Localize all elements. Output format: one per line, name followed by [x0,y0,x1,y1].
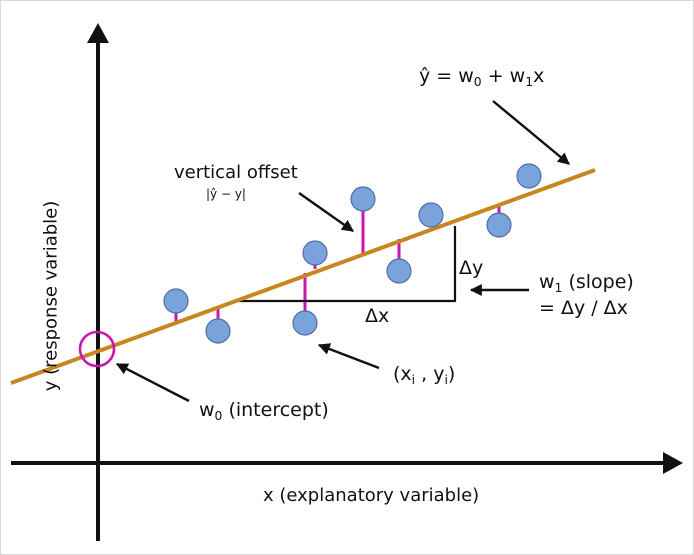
y-axis-arrowhead [87,23,109,43]
delta-y-label: Δy [459,257,484,279]
data-points [163,163,542,344]
slope-triangle [239,226,457,303]
data-point [205,318,231,344]
intercept-marker [78,330,116,368]
data-point [350,186,376,212]
intercept-pointer-arrow [115,362,190,403]
data-point-label: (xi , yi) [393,363,456,388]
equation-pointer-arrow [492,100,570,165]
equation-label: ŷ = w0 + w1x [419,65,545,90]
x-axis-label: x (explanatory variable) [263,485,480,506]
regression-line [10,168,596,385]
y-axis-label: y (response variable) [40,200,62,392]
offset-pointer-arrow [298,192,354,232]
delta-x-label: Δx [365,305,390,327]
slope-label: w1 (slope) [539,271,634,296]
data-point [516,163,542,189]
vertical-offset-title: vertical offset [174,162,298,183]
slope-formula: = Δy / Δx [539,297,628,319]
data-point [486,212,512,238]
point-pointer-arrow [317,343,380,370]
x-axis-arrowhead [663,452,683,474]
data-point [386,258,412,284]
vertical-offset-formula: |ŷ − y| [206,187,246,201]
data-point [418,202,444,228]
data-point [302,240,328,266]
data-point [292,310,318,336]
intercept-label: w0 (intercept) [199,399,329,424]
data-point [163,288,189,314]
